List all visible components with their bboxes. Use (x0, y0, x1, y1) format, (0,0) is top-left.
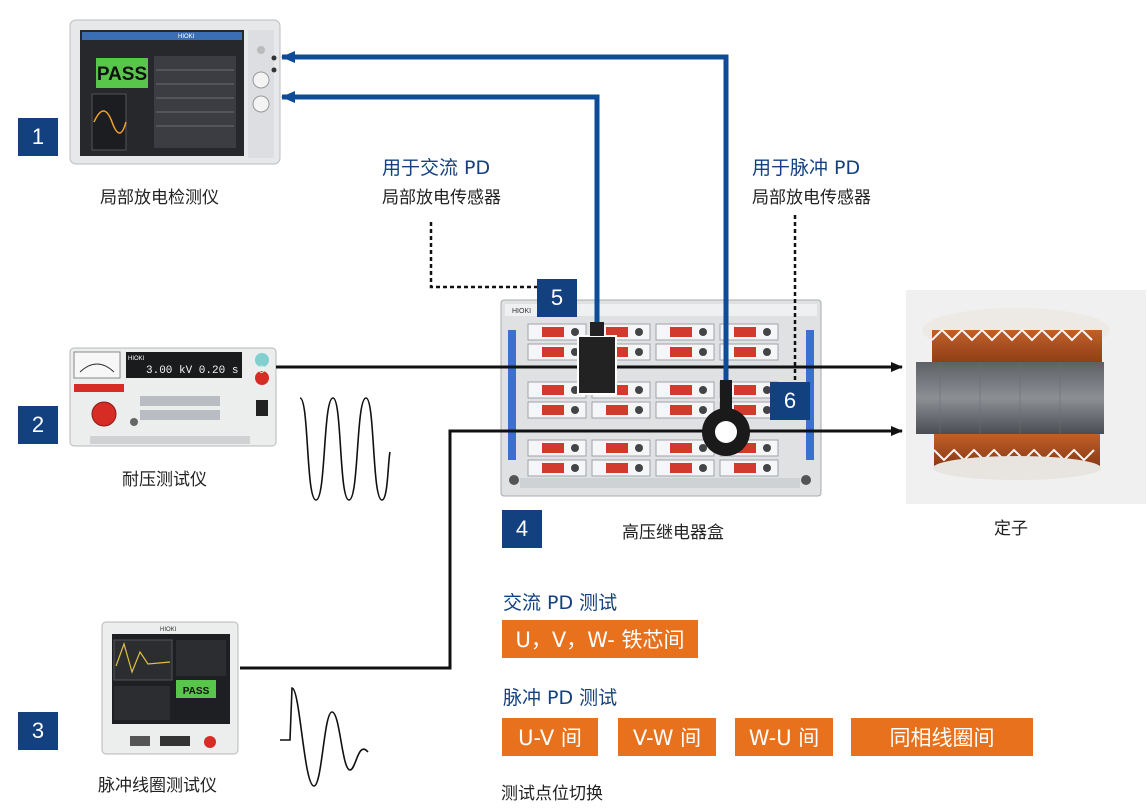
relay-terminal-label (606, 405, 628, 415)
relay-terminal-socket (699, 386, 707, 394)
relay-terminal-label (542, 443, 564, 453)
relay-terminal-label (670, 347, 692, 357)
relay-terminal-label (734, 405, 756, 415)
impulse-test-wu: W-U 间 (735, 718, 833, 756)
relay-terminal-label (670, 327, 692, 337)
relay-terminal-label (542, 385, 564, 395)
relay-terminal-label (734, 443, 756, 453)
impulse-test-vw: V-W 间 (618, 718, 716, 756)
relay-terminal-socket (571, 444, 579, 452)
relay-terminal-label (542, 463, 564, 473)
relay-terminal-socket (763, 328, 771, 336)
relay-box-label: 高压继电器盒 (622, 523, 724, 543)
relay-terminal-socket (699, 348, 707, 356)
relay-terminal-label (734, 463, 756, 473)
withstand-tester-label: 耐压测试仪 (122, 470, 207, 490)
pd-tester-label: 局部放电检测仪 (100, 188, 219, 208)
pd-tester-device (69, 19, 281, 165)
relay-terminal-label (606, 327, 628, 337)
ac-sensor-title: 用于交流 PD (382, 157, 491, 179)
relay-box-brand: HIOKI (512, 308, 531, 315)
relay-terminal-label (542, 347, 564, 357)
relay-terminal-socket (571, 328, 579, 336)
relay-terminal-socket (699, 444, 707, 452)
relay-terminal-socket (635, 348, 643, 356)
relay-terminal-socket (699, 464, 707, 472)
ac-sensor-subtitle: 局部放电传感器 (382, 188, 501, 208)
relay-terminal-label (542, 405, 564, 415)
relay-terminal-socket (635, 386, 643, 394)
badge-3: 3 (18, 712, 58, 750)
badge-2: 2 (18, 406, 58, 444)
badge-1: 1 (18, 118, 58, 156)
impulse-test-same-phase: 同相线圈间 (851, 718, 1033, 756)
impulse-tester-device (101, 621, 239, 755)
relay-terminal-socket (635, 328, 643, 336)
impulse-test-title: 脉冲 PD 测试 (503, 687, 618, 709)
relay-terminal-socket (699, 406, 707, 414)
relay-terminal-label (606, 443, 628, 453)
relay-terminal-socket (763, 444, 771, 452)
relay-terminal-socket (571, 464, 579, 472)
relay-terminal-socket (763, 406, 771, 414)
impulse-tester-label: 脉冲线圈测试仪 (98, 776, 217, 796)
relay-terminal-socket (763, 348, 771, 356)
relay-terminal-label (670, 443, 692, 453)
relay-terminal-label (734, 327, 756, 337)
relay-terminal-socket (635, 406, 643, 414)
impulse-tester-brand: HIOKI (160, 627, 177, 633)
relay-terminal-socket (699, 328, 707, 336)
stator-label: 定子 (994, 519, 1028, 539)
badge-5: 5 (537, 279, 577, 317)
sensor-leaders (429, 215, 797, 382)
relay-terminal-label (670, 463, 692, 473)
relay-terminal-socket (635, 464, 643, 472)
withstand-tester-device (69, 347, 277, 447)
impulse-sensor-title: 用于脉冲 PD (752, 157, 861, 179)
sine-waveform (299, 397, 391, 501)
relay-terminal-label (606, 463, 628, 473)
impulse-sensor-subtitle: 局部放电传感器 (752, 188, 871, 208)
relay-terminal-label (670, 405, 692, 415)
test-point-switch-label: 测试点位切换 (501, 784, 603, 804)
relay-terminal-socket (571, 406, 579, 414)
relay-terminal-socket (763, 464, 771, 472)
impulse-pd-sensor (702, 380, 750, 456)
pd-tester-screen-text: PASS (97, 64, 147, 85)
stator-image (906, 290, 1146, 504)
relay-terminal-label (670, 385, 692, 395)
relay-terminal-socket (635, 444, 643, 452)
sensor-cables (281, 51, 729, 380)
ac-test-title: 交流 PD 测试 (503, 592, 618, 614)
damped-waveform (280, 687, 369, 787)
withstand-tester-brand: HIOKI (128, 356, 145, 362)
badge-4: 4 (502, 510, 542, 548)
relay-terminal-label (542, 327, 564, 337)
ac-pd-sensor (577, 322, 617, 395)
withstand-tester-display: 3.00 kV 0.20 s 5.0 (146, 365, 265, 377)
pd-tester-brand: HIOKI (178, 34, 195, 40)
relay-terminal-label (734, 347, 756, 357)
impulse-tester-screen-text: PASS (183, 686, 210, 697)
impulse-test-uv: U-V 间 (502, 718, 598, 756)
relay-terminal-socket (763, 386, 771, 394)
ac-test-item: U，V，W- 铁芯间 (502, 620, 698, 658)
relay-terminal-label (734, 385, 756, 395)
badge-6: 6 (770, 382, 810, 420)
